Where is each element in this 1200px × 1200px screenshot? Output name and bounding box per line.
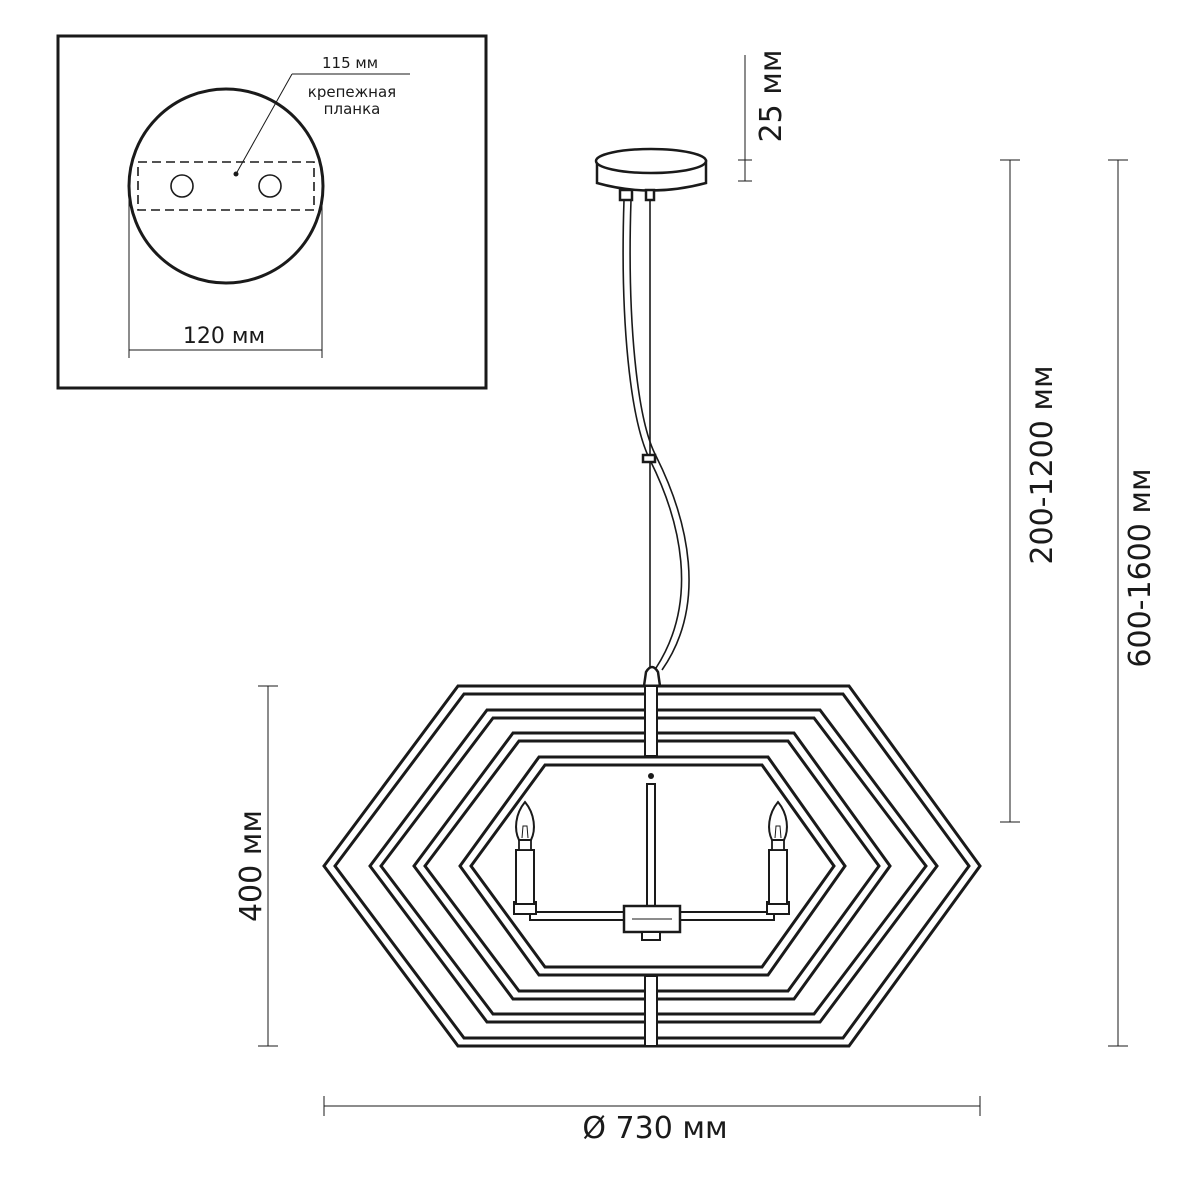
dim-total-height-label: 600-1600 мм (1123, 468, 1158, 667)
cord-tie (641, 453, 657, 464)
dim-body-height-label: 400 мм (234, 810, 269, 922)
cord-entry-cap (642, 665, 662, 688)
hex-frame-2-inner (379, 716, 928, 1016)
canopy-inset: 115 мм крепежная планка 120 мм (56, 34, 488, 390)
dim-total-height: 600-1600 мм (1108, 159, 1158, 1047)
dim-cord-length: 200-1200 мм (1000, 159, 1060, 823)
plate-leader-line (235, 73, 293, 175)
rod-inner-stem (646, 783, 656, 907)
suspension (622, 199, 690, 688)
mounting-hole-left (170, 174, 194, 198)
plate-label-line1: крепежная (308, 83, 396, 101)
plate-label-line2: планка (324, 100, 381, 118)
dim-canopy-height-label: 25 мм (754, 50, 789, 143)
candle-assembly (513, 800, 790, 941)
candle-left-bulb-icon (515, 800, 535, 841)
hex-frame-4-inner (469, 763, 836, 969)
cord-clamp (618, 188, 634, 202)
dim-body-diameter: Ø 730 мм (323, 1096, 981, 1146)
rod-screw (648, 773, 654, 779)
dim-canopy-height: 25 мм (738, 50, 789, 182)
inset-frame (56, 34, 488, 390)
candle-left-sleeve (515, 849, 535, 905)
rod-upper (644, 685, 658, 757)
hexagon-frames (322, 684, 982, 1048)
hex-frame-3-outer (412, 731, 892, 1001)
candle-right-sleeve (768, 849, 788, 905)
canopy-side (594, 147, 708, 202)
mounting-hole-right (258, 174, 282, 198)
central-rod (644, 685, 658, 1047)
dim-body-diameter-label: Ø 730 мм (582, 1111, 727, 1146)
candle-right (766, 800, 790, 915)
candle-right-filament (774, 825, 782, 839)
canopy-circle (127, 87, 325, 285)
rod-lower (644, 975, 658, 1047)
mounting-plate (137, 161, 315, 211)
candle-right-bulb-icon (768, 800, 788, 841)
candle-right-socket (771, 839, 785, 851)
candle-left-filament (521, 825, 529, 839)
hex-frame-3-inner (423, 739, 881, 993)
dim-body-height: 400 мм (234, 685, 278, 1047)
hex-frame-1-outer (322, 684, 982, 1048)
candle-left (513, 800, 537, 915)
canopy-top (594, 147, 708, 175)
hole-spacing-label: 115 мм (322, 54, 378, 72)
power-cord-a (622, 199, 683, 669)
cable-clamp (644, 188, 656, 202)
hex-frame-2-outer (368, 708, 939, 1024)
hex-frame-1-inner (333, 692, 971, 1040)
dim-cord-length-label: 200-1200 мм (1025, 365, 1060, 564)
center-hub-cap (641, 931, 661, 941)
candle-left-socket (518, 839, 532, 851)
canopy-diameter-label: 120 мм (183, 324, 265, 349)
hex-frame-4-outer (458, 755, 847, 977)
